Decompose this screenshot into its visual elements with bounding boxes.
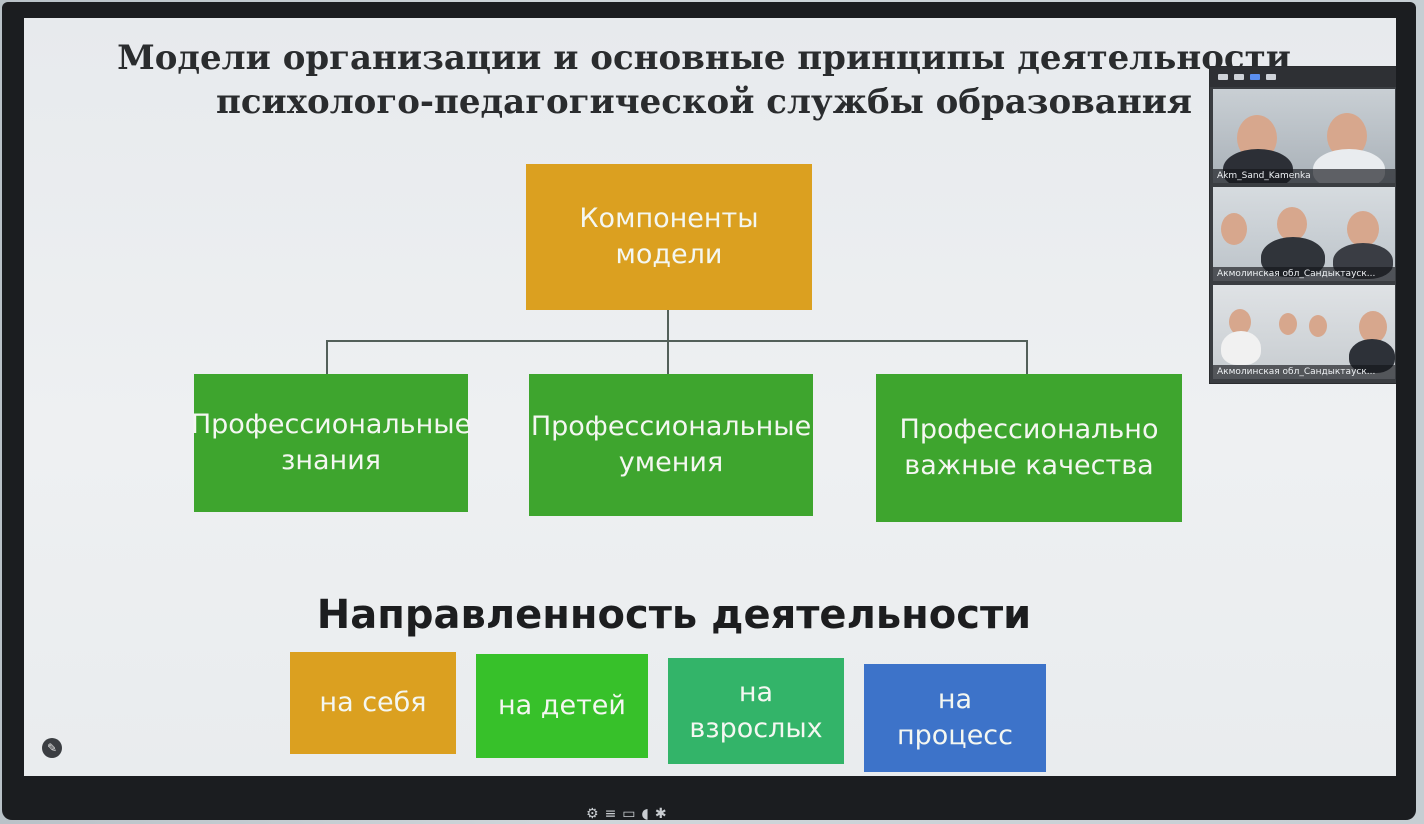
connector-horizontal — [326, 340, 1028, 342]
connector-root-down — [667, 310, 669, 340]
video-panel-toolbar — [1210, 67, 1396, 87]
participant-name: Акмолинская обл_Сандыктауск... — [1213, 267, 1395, 281]
brightness-icon[interactable]: ✱ — [654, 806, 667, 822]
grid-view-icon[interactable] — [1266, 74, 1276, 80]
monitor-bottom-icons: ⚙ ≡ ▭ ◖ ✱ — [586, 806, 667, 822]
participant-face — [1277, 207, 1307, 241]
participant-name: Akm_Sand_Kamenka — [1213, 169, 1395, 183]
connector-middle — [667, 340, 669, 374]
direction-adults: на взрослых — [668, 658, 844, 764]
settings-icon[interactable]: ⚙ — [586, 806, 599, 822]
root-box-model-components: Компоненты модели — [526, 164, 812, 310]
participant-face — [1221, 213, 1247, 245]
menu-icon[interactable]: ≡ — [604, 806, 617, 822]
participant-face — [1347, 211, 1379, 247]
participant-body — [1221, 331, 1261, 365]
presentation-screen: Модели организации и основные принципы д… — [24, 18, 1396, 776]
direction-title: Направленность деятельности — [316, 592, 1032, 638]
participant-face — [1309, 315, 1327, 337]
direction-process: на процесс — [864, 664, 1046, 772]
connector-right — [1026, 340, 1028, 374]
direction-self: на себя — [290, 652, 456, 754]
pen-icon[interactable]: ✎ — [42, 738, 62, 758]
participant-tile[interactable]: Акмолинская обл_Сандыктауск... — [1213, 187, 1395, 281]
minimize-icon[interactable] — [1218, 74, 1228, 80]
component-skills: Профессиональные умения — [529, 374, 813, 516]
component-knowledge: Профессиональные знания — [191, 374, 471, 512]
volume-icon[interactable]: ◖ — [641, 806, 649, 822]
video-call-panel: Akm_Sand_Kamenka Акмолинская обл_Сандыкт… — [1209, 66, 1396, 384]
direction-children: на детей — [476, 654, 648, 758]
participant-tile[interactable]: Акмолинская обл_Сандыктауск... — [1213, 285, 1395, 379]
slide-title: Модели организации и основные принципы д… — [117, 38, 1291, 122]
participant-face — [1279, 313, 1297, 335]
connector-left — [326, 340, 328, 374]
component-qualities: Профессионально важные качества — [876, 374, 1182, 522]
participant-tile[interactable]: Akm_Sand_Kamenka — [1213, 89, 1395, 183]
input-icon[interactable]: ▭ — [622, 806, 636, 822]
participant-face — [1229, 309, 1251, 335]
speaker-view-icon[interactable] — [1250, 74, 1260, 80]
restore-icon[interactable] — [1234, 74, 1244, 80]
participant-face — [1359, 311, 1387, 343]
participant-name: Акмолинская обл_Сандыктауск... — [1213, 365, 1395, 379]
